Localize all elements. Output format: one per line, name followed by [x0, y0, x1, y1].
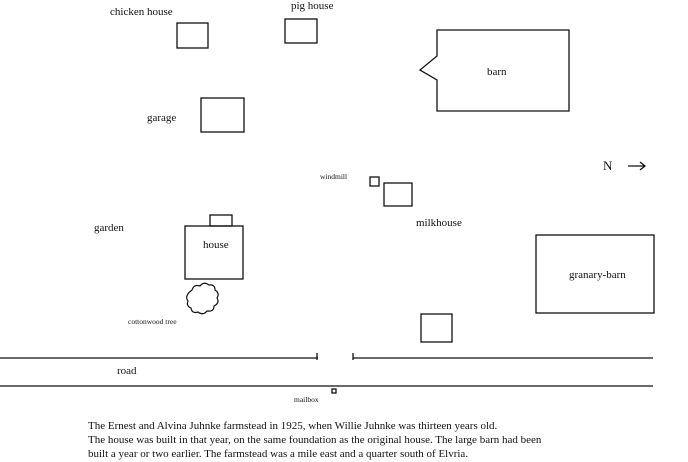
chicken-house-label: chicken house [110, 6, 173, 18]
cottonwood-tree-label: cottonwood tree [128, 317, 177, 326]
pig-house-label: pig house [291, 0, 334, 12]
milkhouse-shape [383, 182, 413, 207]
milkhouse-label: milkhouse [416, 217, 462, 229]
mailbox-label: mailbox [294, 395, 319, 404]
windmill-label: windmill [320, 172, 348, 181]
house-label: house [203, 239, 229, 251]
north-arrow-icon [628, 161, 647, 171]
house-shape [184, 225, 244, 280]
house-porch-shape [209, 214, 233, 227]
chicken-house-shape [176, 22, 209, 49]
granary-barn-shape [535, 234, 655, 314]
caption-line-2: The house was built in that year, on the… [88, 434, 542, 446]
garage-label: garage [147, 112, 177, 124]
road-label: road [117, 365, 137, 377]
cottonwood-tree-icon [186, 282, 219, 315]
garden-label: garden [94, 222, 124, 234]
pig-house-shape [284, 18, 318, 44]
mailbox-shape [331, 388, 337, 394]
granary-barn-label: granary-barn [569, 269, 626, 281]
north-label: N [603, 158, 613, 173]
caption-line-3: built a year or two earlier. The farmste… [88, 448, 469, 460]
caption-line-1: The Ernest and Alvina Juhnke farmstead i… [88, 420, 498, 432]
barn-label: barn [487, 66, 507, 78]
map-caption: The Ernest and Alvina Juhnke farmstead i… [88, 419, 678, 461]
windmill-shape [369, 176, 380, 187]
barn-shape [418, 29, 570, 112]
shed-shape [420, 313, 453, 343]
garage-shape [200, 97, 245, 133]
